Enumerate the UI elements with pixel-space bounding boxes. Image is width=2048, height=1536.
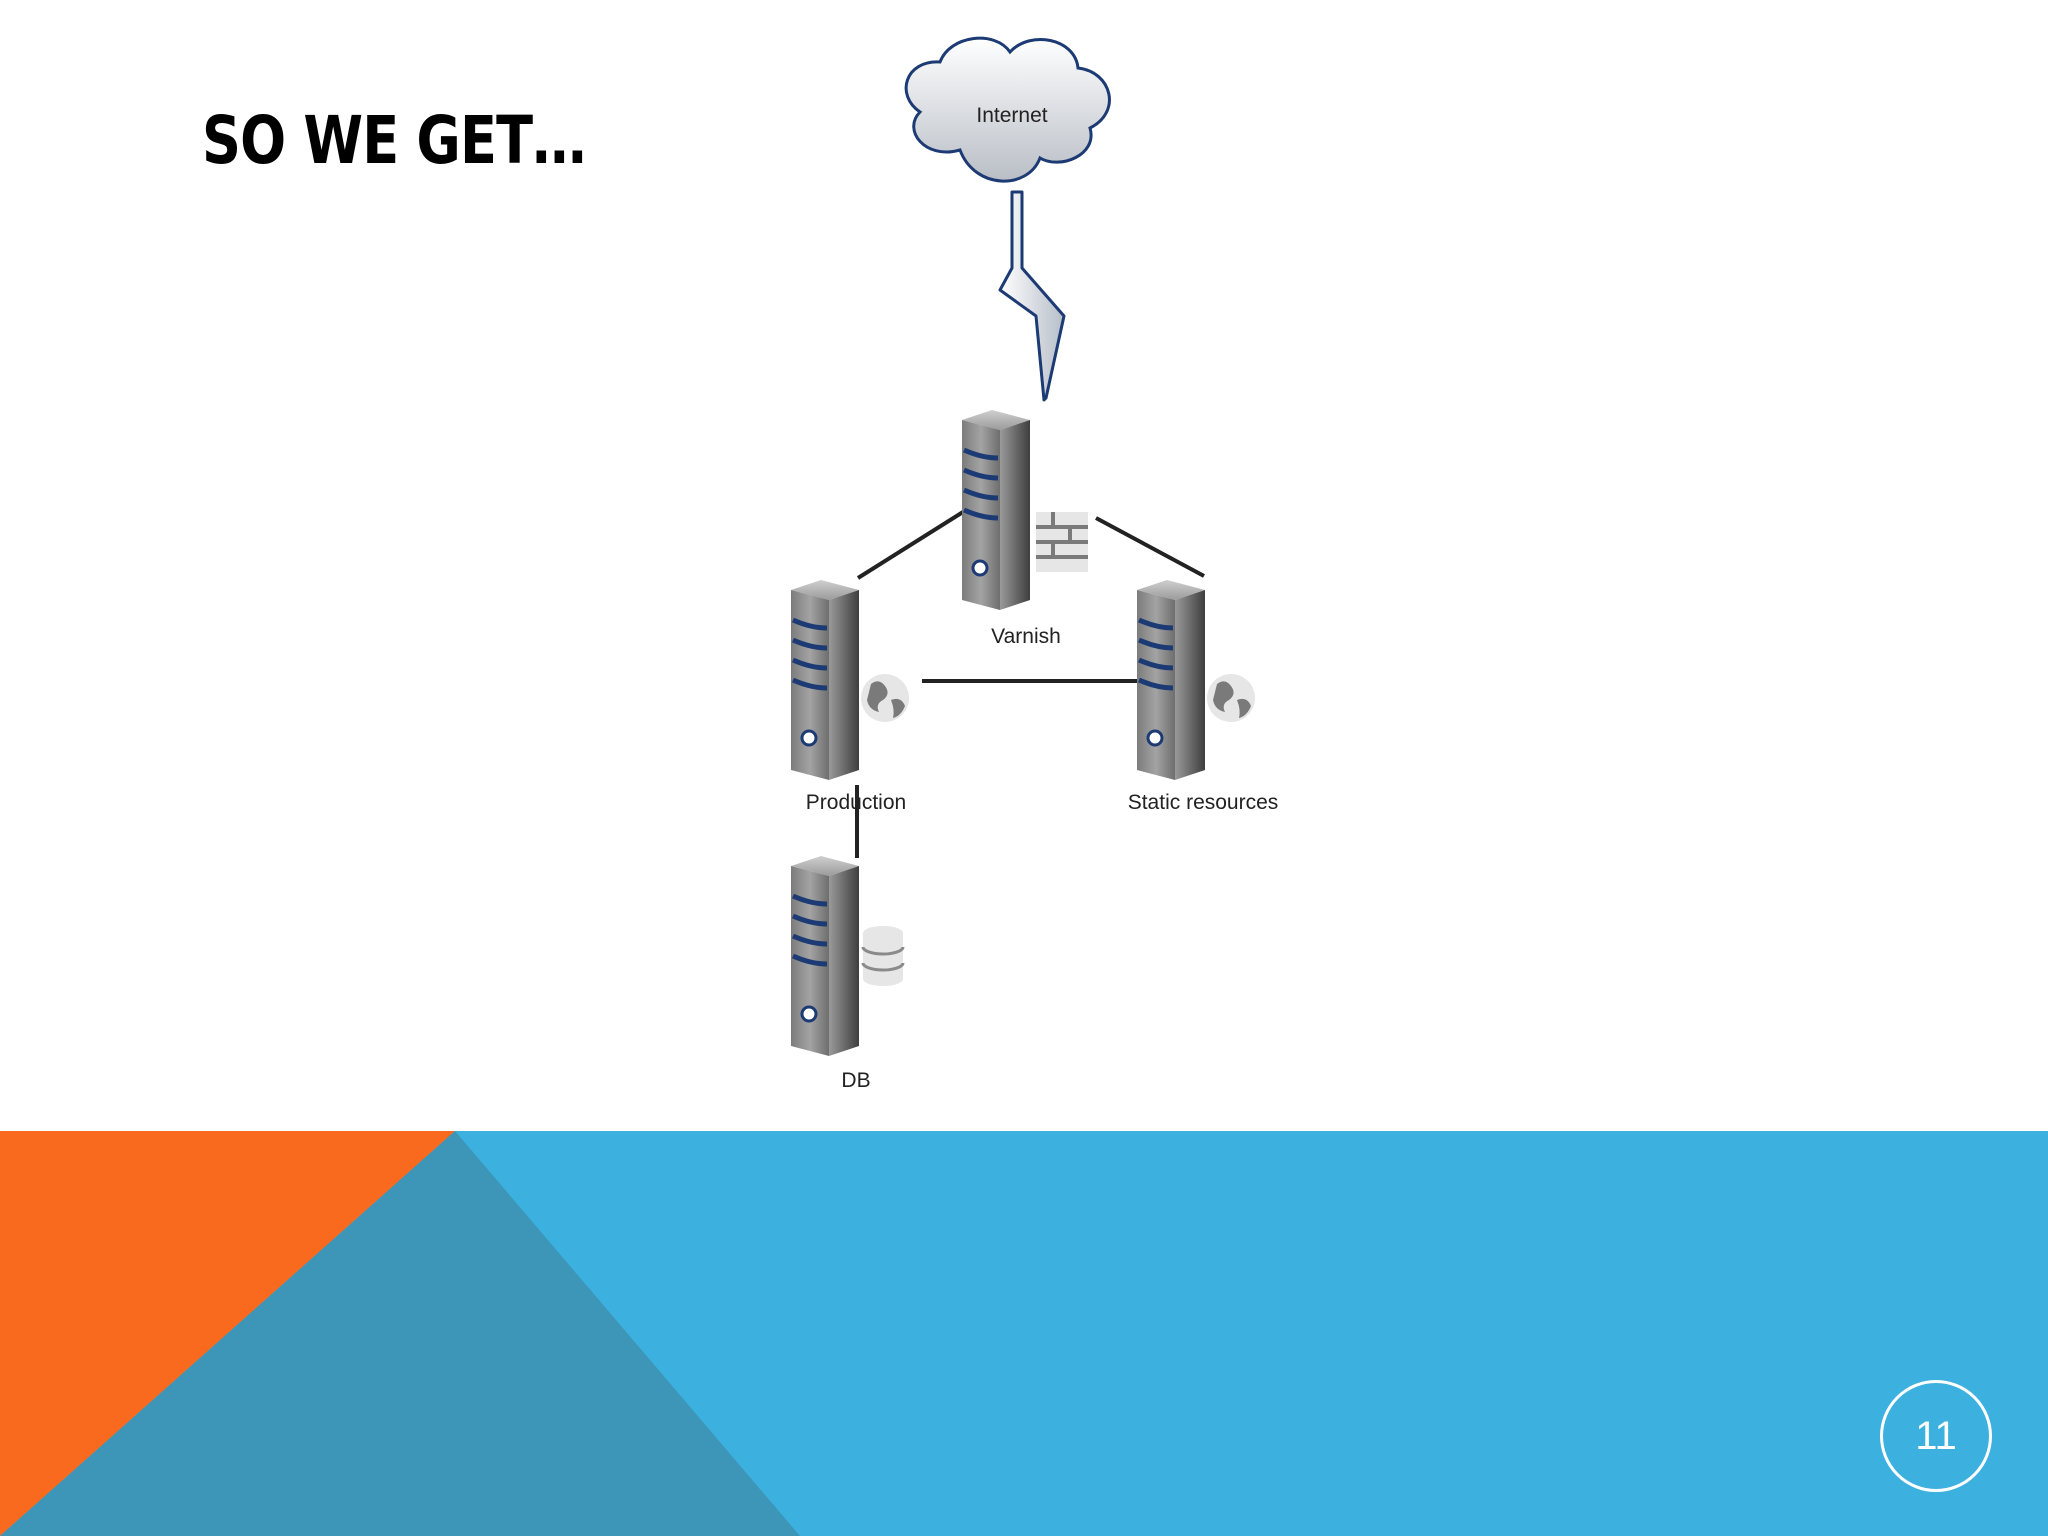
varnish-server-node: Varnish (962, 410, 1088, 648)
slide-title: SO WE GET… (202, 102, 586, 179)
db-label: DB (841, 1069, 870, 1092)
globe-icon (861, 674, 909, 722)
production-label: Production (806, 791, 906, 814)
cloud-icon (904, 36, 1111, 183)
static-resources-server-node: Static resources (1128, 580, 1279, 814)
static-resources-label: Static resources (1128, 791, 1279, 814)
varnish-label: Varnish (991, 625, 1061, 648)
page-number-badge: 11 (1880, 1380, 1992, 1492)
production-server-node: Production (791, 580, 909, 814)
db-server-node: DB (791, 856, 905, 1092)
internet-cloud-node: Internet (904, 36, 1111, 183)
firewall-icon (1036, 512, 1088, 572)
internet-label: Internet (976, 104, 1047, 127)
page-number: 11 (1915, 1413, 1957, 1458)
globe-icon (1207, 674, 1255, 722)
lightning-bolt-icon (998, 190, 1066, 402)
edge-varnish-production (856, 510, 965, 580)
footer-teal-triangle (0, 1131, 800, 1536)
database-icon (861, 926, 905, 986)
edge-varnish-static (1095, 516, 1205, 578)
